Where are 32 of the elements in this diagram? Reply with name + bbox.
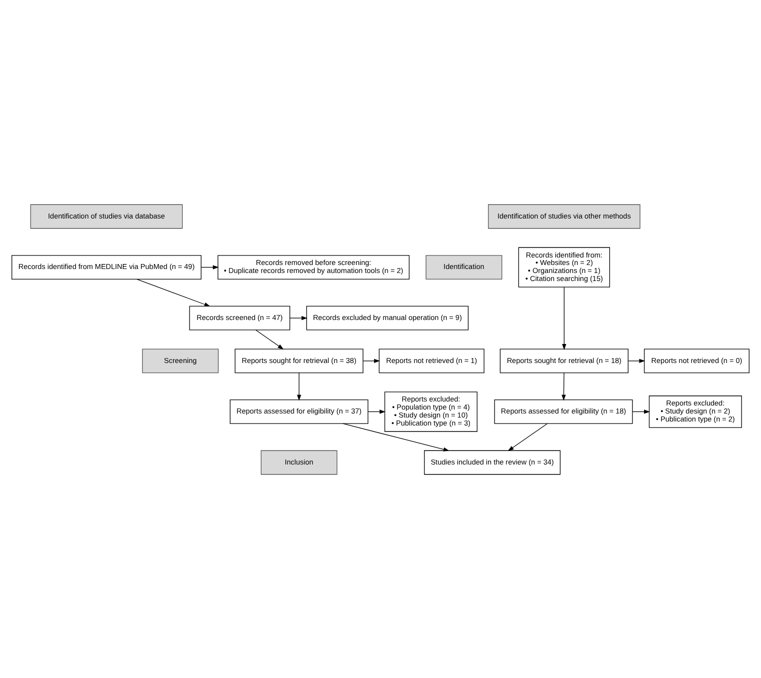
node-box: Records screened (n = 47): [189, 305, 290, 330]
node-box: Reports excluded: • Study design (n = 2) • Publication type (n = 2): [648, 395, 742, 428]
node-box: Records identified from: • Websites (n = 2) • Organizations (n = 1) • Citation searching (15): [518, 246, 610, 287]
node-box: Reports assessed for eligibility (n = 37): [230, 399, 368, 424]
node-box: Inclusion: [260, 450, 338, 474]
arrow: [136, 278, 210, 306]
arrow: [362, 358, 380, 363]
node-box: Studies included in the review (n = 34): [424, 450, 561, 474]
node-box: Identification of studies via other methods: [488, 204, 640, 228]
node-box: Records removed before screening: • Duplicate records removed by automation tools (n = 2): [218, 254, 410, 279]
node-box: Reports excluded: • Population type (n = 4) • Study design (n = 10) • Publication type (n = 3): [384, 391, 478, 432]
arrow: [200, 264, 219, 269]
node-box: Reports not retrieved (n = 0): [644, 348, 750, 373]
node-box: Reports assessed for eligibility (n = 18): [494, 399, 633, 424]
node-box: Records identified from MEDLINE via PubMed (n = 49): [12, 254, 202, 279]
arrow: [368, 409, 386, 414]
arrow: [342, 422, 450, 451]
arrow: [562, 372, 566, 400]
arrow: [632, 409, 650, 414]
node-box: Records excluded by manual operation (n = 9): [306, 305, 469, 330]
arrow: [628, 358, 646, 363]
arrow: [296, 372, 302, 400]
node-box: Identification: [426, 254, 502, 279]
node-box: Reports not retrieved (n = 1): [378, 348, 484, 373]
node-box: Reports sought for retrieval (n = 18): [500, 348, 628, 373]
arrow: [508, 422, 548, 451]
node-box: Reports sought for retrieval (n = 38): [234, 348, 364, 373]
arrow: [562, 286, 566, 350]
node-box: Screening: [142, 348, 219, 373]
node-box: Identification of studies via database: [30, 204, 183, 228]
arrow: [290, 315, 308, 320]
arrow: [256, 329, 284, 349]
